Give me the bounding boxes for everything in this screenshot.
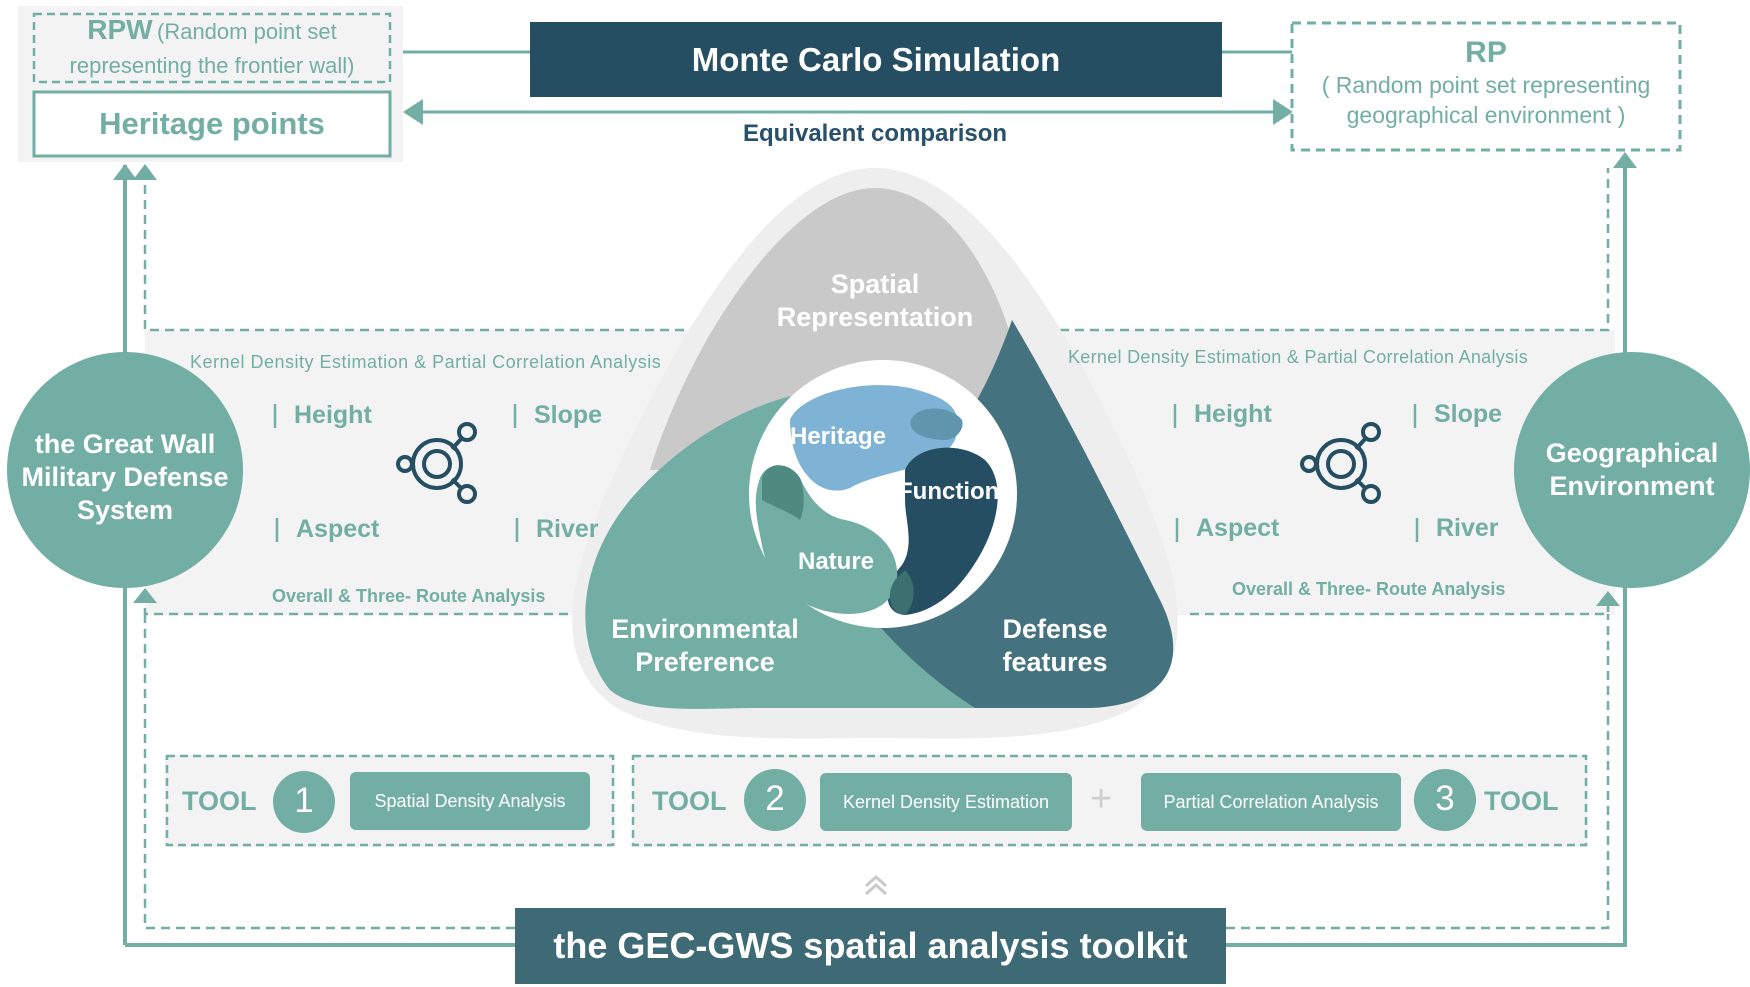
rpw-label: RPW (Random point set representing the f… — [34, 14, 390, 82]
right-analysis-label: Overall & Three- Route Analysis — [1232, 579, 1506, 599]
comparison-arrow-right — [1273, 99, 1293, 125]
geographical-environment-label: Geographical Environment — [1545, 438, 1719, 501]
function-blob — [887, 447, 998, 615]
heritage-points-label: Heritage points — [99, 106, 325, 141]
network-icon-left — [396, 422, 477, 504]
plus-icon: + — [1090, 778, 1113, 820]
left-method-label: Kernel Density Estimation & Partial Corr… — [190, 352, 662, 372]
right-factor-river: River — [1436, 514, 1499, 542]
toolkit-title: the GEC-GWS spatial analysis toolkit — [553, 925, 1188, 966]
left-dash-arrow-lower — [133, 588, 157, 603]
tool3-label: Partial Correlation Analysis — [1163, 792, 1379, 812]
tool2-word: TOOL — [652, 786, 727, 816]
chevron-up-icon — [864, 874, 888, 896]
tool2-number: 2 — [765, 779, 785, 818]
comparison-arrow-left — [403, 99, 423, 125]
heritage-blob-overlap — [910, 408, 963, 440]
right-dashed-upper — [1030, 168, 1610, 332]
left-dashed-upper — [143, 170, 720, 332]
left-dashed-bottom — [143, 614, 515, 930]
great-wall-circle — [7, 352, 243, 588]
monte-carlo-box — [530, 22, 1222, 97]
nature-blob-overlap — [762, 465, 804, 520]
function-nature-overlap — [889, 570, 914, 615]
left-factor-slope: Slope — [534, 401, 603, 429]
tool1-number-circle — [273, 771, 335, 833]
right-factor-aspect: Aspect — [1196, 514, 1280, 542]
rp-label: RP ( Random point set representing geogr… — [1292, 36, 1680, 130]
heritage-label: Heritage — [790, 423, 887, 450]
monte-carlo-label: Monte Carlo Simulation — [691, 41, 1061, 78]
right-factor-height: Height — [1194, 400, 1272, 428]
toolkit-title-box — [515, 908, 1226, 984]
rp-box — [1290, 21, 1682, 152]
right-method-label: Kernel Density Estimation & Partial Corr… — [1068, 347, 1528, 367]
tool3-number-circle — [1414, 769, 1476, 831]
equivalent-comparison-label: Equivalent comparison — [742, 120, 1008, 147]
rpw-description: (Random point set representing the front… — [69, 19, 355, 78]
tool1-number: 1 — [294, 781, 314, 820]
tool1-label-pill — [350, 772, 590, 830]
left-arrow-up — [113, 164, 137, 180]
tool2-number-circle — [744, 769, 806, 831]
right-factor-slope: Slope — [1434, 400, 1503, 428]
tool1-label: Spatial Density Analysis — [374, 791, 566, 811]
defense-features-label: Defense features — [1002, 614, 1108, 677]
tool3-label-pill — [1141, 773, 1401, 831]
tool2-label: Kernel Density Estimation — [842, 792, 1050, 812]
left-analysis-label: Overall & Three- Route Analysis — [272, 586, 546, 606]
left-factor-height: Height — [294, 401, 372, 429]
tool1-word: TOOL — [182, 786, 257, 816]
left-dash-arrow — [133, 164, 157, 180]
rp-abbr: RP — [1465, 36, 1507, 69]
heritage-points-box — [32, 90, 392, 158]
spatial-representation-label: Spatial Representation — [776, 269, 974, 332]
right-dash-arrow-lower — [1596, 591, 1620, 606]
rp-description: ( Random point set representing geograph… — [1321, 72, 1651, 128]
geographical-environment-circle — [1514, 352, 1750, 588]
left-factor-river: River — [536, 515, 599, 543]
tool3-word: TOOL — [1484, 786, 1559, 816]
nature-label: Nature — [798, 548, 875, 575]
network-icon-right — [1300, 422, 1381, 504]
tool2-label-pill — [820, 773, 1072, 831]
environmental-preference-label: Environmental Preference — [611, 614, 799, 677]
left-factor-aspect: Aspect — [296, 515, 380, 543]
great-wall-label: the Great Wall Military Defense System — [21, 429, 229, 525]
tool3-number: 3 — [1435, 779, 1455, 818]
rpw-abbr: RPW — [87, 14, 153, 45]
tool1-box — [165, 754, 615, 847]
function-label: Function — [898, 478, 1000, 505]
rpw-box — [32, 12, 392, 84]
right-dashed-bottom — [1226, 614, 1610, 930]
right-arrow-up — [1613, 152, 1637, 168]
